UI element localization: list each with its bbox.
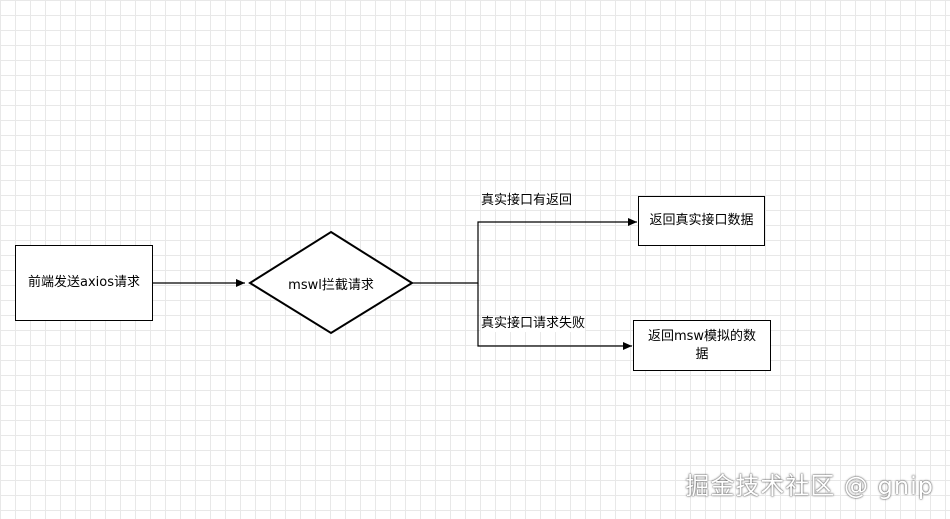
watermark-text: 掘金技术社区 @ gnip — [685, 472, 934, 500]
decision-diamond[interactable] — [248, 230, 414, 335]
start-node[interactable]: 前端发送axios请求 — [15, 245, 153, 321]
fail-edge-label: 真实接口请求失败 — [481, 316, 586, 332]
fail-result-node[interactable]: 返回msw模拟的数据 — [633, 320, 771, 371]
success-result-label: 返回真实接口数据 — [649, 213, 754, 228]
success-result-node[interactable]: 返回真实接口数据 — [638, 196, 765, 246]
start-node-label: 前端发送axios请求 — [28, 275, 140, 290]
edge-decision-to-fail — [477, 283, 632, 350]
decision-node-label: mswl拦截请求 — [288, 278, 374, 293]
edge-decision-to-success — [412, 218, 637, 284]
fail-result-label: 返回msw模拟的数据 — [647, 328, 757, 362]
success-edge-label: 真实接口有返回 — [481, 193, 573, 209]
